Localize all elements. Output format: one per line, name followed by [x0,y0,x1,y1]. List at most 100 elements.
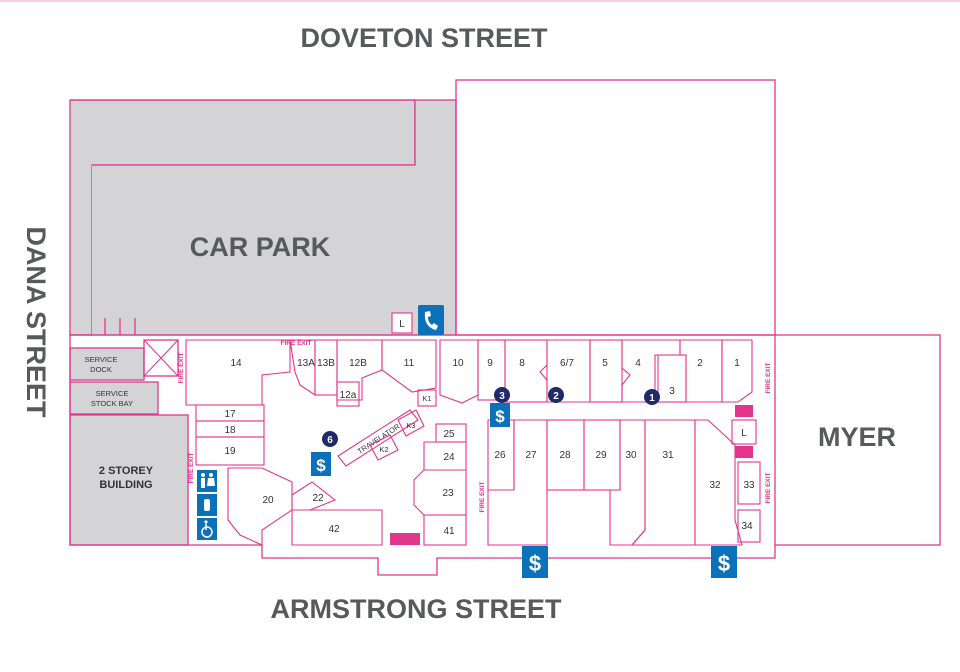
kiosk-k3[interactable] [397,409,425,437]
myer-label: MYER [818,422,896,452]
car-park[interactable]: CAR PARK [69,99,457,336]
shop-30[interactable] [609,419,646,546]
shop-3-label: 3 [669,386,675,397]
service-dock-label-1: SERVICE [85,355,118,364]
map-marker-6[interactable]: 6 [322,431,338,447]
stair-box [143,339,179,377]
kiosk-k1[interactable] [417,389,437,407]
travelator[interactable]: TRAVELATOR [337,409,419,467]
shop-27-label: 27 [525,450,537,461]
shop-10-label: 10 [452,358,464,369]
fire-exit-label-top: FIRE EXIT [280,340,311,347]
shop-11-label: 11 [404,358,415,369]
accessible-icon[interactable] [197,518,217,540]
shop-26-label: 26 [494,450,506,461]
street-dana: DANA STREET [21,226,51,418]
shop-19-label: 19 [224,446,236,457]
shop-13a-label: 13A [297,358,315,369]
toilets-icon[interactable] [197,470,217,492]
shop-14[interactable] [185,339,291,406]
lift-car-park-label: L [399,319,405,330]
atm-dollar-icon[interactable]: $ [522,546,548,578]
shop-23[interactable] [413,469,467,516]
shop-13a[interactable] [289,339,316,397]
phone-icon[interactable] [418,305,444,335]
shop-29-label: 29 [595,450,607,461]
upper-building [455,79,776,336]
service-stock-label-1: SERVICE [96,389,129,398]
svg-text:$: $ [316,456,326,475]
shop-20-label: 20 [262,495,274,506]
kiosk-k2[interactable] [369,434,399,461]
lift-myer-label: L [741,428,747,439]
shop-41-label: 41 [443,526,455,537]
shop-12a[interactable] [336,381,360,407]
shop-42-label: 42 [328,524,340,535]
service-stock-label-2: STOCK BAY [91,399,133,408]
fire-exit-label-left: FIRE EXIT [178,352,185,383]
street-doveton: DOVETON STREET [300,23,548,53]
map-marker-2-label: 2 [553,391,559,402]
shop-18-label: 18 [224,425,236,436]
map-marker-2[interactable]: 2 [548,387,564,403]
map-marker-3[interactable]: 3 [494,387,510,403]
atm-dollar-icon[interactable]: $ [311,452,331,476]
shop-31[interactable] [630,419,696,546]
shop-27[interactable] [487,419,548,546]
fire-exit-label-left2: FIRE EXIT [188,452,195,483]
shop-34-label: 34 [741,521,753,532]
shop-5[interactable] [589,339,623,403]
fire-exit-label-right1: FIRE EXIT [765,362,772,393]
shop-1[interactable] [721,339,753,403]
shop-9-label: 9 [487,358,493,369]
fire-exit-label-right2: FIRE EXIT [765,472,772,503]
service-stock-bay[interactable]: SERVICE STOCK BAY [69,381,159,415]
shop-2[interactable] [679,339,723,403]
baby-change-icon[interactable] [197,494,217,516]
svg-text:$: $ [529,551,541,576]
shop-41[interactable] [423,514,467,546]
shop-33[interactable] [737,461,761,505]
map-marker-1[interactable]: 1 [644,389,660,405]
shop-42[interactable] [291,509,383,546]
service-dock-label-2: DOCK [90,365,112,374]
map-marker-1-label: 1 [649,393,655,404]
shop-1-label: 1 [734,358,740,369]
shop-28-label: 28 [559,450,571,461]
street-armstrong: ARMSTRONG STREET [270,594,562,624]
shop-14-label: 14 [230,358,242,369]
shop-4-label: 4 [635,358,641,369]
shop-2-label: 2 [697,358,703,369]
shop-10[interactable] [439,339,479,404]
shop-17-label: 17 [224,409,236,420]
lift-myer[interactable] [731,419,757,445]
atm-dollar-icon[interactable]: $ [711,546,737,578]
shop-8-label: 8 [519,358,525,369]
map-marker-3-label: 3 [499,391,505,402]
shop-5-label: 5 [602,358,608,369]
shop-32[interactable] [694,419,743,546]
shop-22-label: 22 [312,493,324,504]
fire-exit-label-mid: FIRE EXIT [479,481,486,512]
atm-dollar-icon[interactable]: $ [490,403,510,427]
kiosk-k2-label: K2 [379,445,388,454]
shop-24-label: 24 [443,452,455,463]
shop-19[interactable] [195,436,265,466]
service-dock[interactable]: SERVICE DOCK [69,347,145,381]
shop-33-label: 33 [743,480,755,491]
shop-6-7-label: 6/7 [560,358,574,369]
shop-34[interactable] [737,509,761,543]
stairs-icon [390,405,753,545]
shop-23-label: 23 [442,488,454,499]
shop-22[interactable] [291,481,337,511]
shop-30-label: 30 [625,450,637,461]
kiosk-k1-label: K1 [422,394,431,403]
car-park-label: CAR PARK [190,232,331,262]
lift-car-park[interactable] [391,312,413,334]
shop-12b-label: 12B [349,358,367,369]
two-storey-label-2: BUILDING [99,479,152,491]
two-storey-building[interactable]: 2 STOREY BUILDING [69,414,189,546]
shop-8[interactable] [504,339,548,403]
kiosk-k3-label: K3 [406,421,415,430]
shop-20[interactable] [227,467,293,546]
